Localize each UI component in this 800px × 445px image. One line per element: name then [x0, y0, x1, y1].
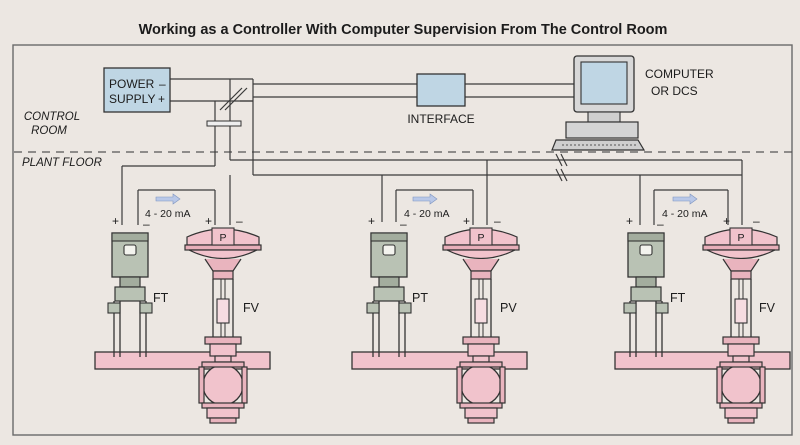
loop-2-xmtr-minus: –	[400, 217, 407, 231]
positioner-mark: P	[737, 232, 744, 244]
loop-2-valve-tag: PV	[500, 301, 517, 315]
loop-3: P 4 - 20 mA + – + – FT FV	[614, 193, 791, 424]
valve-positioner	[211, 227, 235, 246]
positioner-mark: P	[477, 232, 484, 244]
flow-control-valve-icon	[702, 228, 780, 424]
loop-3-valve-tag: FV	[759, 301, 776, 315]
diagram-frame	[12, 44, 793, 436]
power-supply-plus: +	[158, 92, 165, 106]
computer-icon	[551, 55, 646, 151]
power-supply-box	[103, 67, 171, 113]
power-supply-minus: –	[159, 77, 166, 91]
plant-floor-label: PLANT FLOOR	[22, 157, 102, 169]
loop-3-valve-minus: –	[753, 214, 760, 228]
loop-1-valve-plus: +	[205, 214, 212, 228]
loop-2-transmitter-tag: PT	[412, 291, 428, 305]
positioner-mark: P	[219, 232, 226, 244]
loop-1-xmtr-plus: +	[112, 214, 119, 228]
computer-label-1: COMPUTER	[645, 67, 714, 81]
loop-1-xmtr-minus: –	[143, 217, 150, 231]
control-room-label-1: CONTROL	[24, 111, 80, 123]
valve-positioner	[469, 227, 493, 246]
signal-direction-arrow-icon	[155, 193, 181, 205]
loop-1-signal: 4 - 20 mA	[145, 208, 191, 220]
loop-1-valve-minus: –	[236, 214, 243, 228]
power-supply-label-2: SUPPLY	[109, 92, 155, 106]
signal-wiring	[121, 78, 743, 225]
control-room-label-2: ROOM	[31, 125, 67, 137]
pressure-control-valve-icon	[442, 228, 520, 424]
flow-control-valve-icon	[184, 228, 262, 424]
signal-direction-arrow-icon	[672, 193, 698, 205]
loop-2: P 4 - 20 mA + – + – PT PV	[351, 193, 528, 424]
computer-label-2: OR DCS	[651, 84, 698, 98]
loop-3-xmtr-plus: +	[626, 214, 633, 228]
flow-transmitter-icon	[107, 232, 153, 358]
loop-1: P 4 - 20 mA + – + – FT FV	[94, 193, 271, 424]
loop-2-signal: 4 - 20 mA	[404, 208, 450, 220]
flow-transmitter-icon	[623, 232, 669, 358]
pressure-transmitter-icon	[366, 232, 412, 358]
diagram-title: Working as a Controller With Computer Su…	[139, 22, 668, 38]
power-supply-label-1: POWER	[109, 77, 155, 91]
interface-label: INTERFACE	[407, 112, 474, 126]
loop-1-transmitter-tag: FT	[153, 291, 169, 305]
signal-direction-arrow-icon	[412, 193, 438, 205]
loop-2-valve-minus: –	[494, 214, 501, 228]
loop-3-transmitter-tag: FT	[670, 291, 686, 305]
interface-box	[416, 73, 466, 107]
loop-3-signal: 4 - 20 mA	[662, 208, 708, 220]
valve-positioner	[729, 227, 753, 246]
loop-2-xmtr-plus: +	[368, 214, 375, 228]
loop-2-valve-plus: +	[463, 214, 470, 228]
loop-3-xmtr-minus: –	[657, 217, 664, 231]
loop-1-valve-tag: FV	[243, 301, 260, 315]
terminal-block	[206, 120, 242, 127]
loop-3-valve-plus: +	[723, 214, 730, 228]
